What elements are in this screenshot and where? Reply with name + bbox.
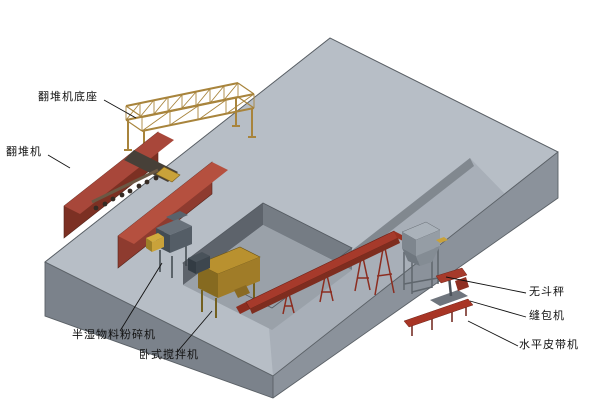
crusher-motor-side: [152, 237, 164, 252]
conveyor-side-rail: [250, 238, 400, 314]
platform-left-face: [45, 262, 273, 398]
scale-chute-side: [416, 246, 440, 266]
turner-tine: [119, 192, 125, 198]
crusher-hopper: [166, 211, 188, 221]
platform: [44, 37, 559, 399]
crusher: [146, 211, 192, 278]
turner-wall-left-top: [64, 132, 174, 214]
mixer-discharge-chute: [234, 285, 250, 298]
leader-scale: [445, 276, 527, 294]
conveyor-support-legs: [282, 242, 395, 315]
pit-wall-ne: [263, 203, 352, 270]
leader-belt-conveyor: [467, 320, 519, 347]
crusher-motor-front: [146, 238, 152, 252]
label-turner-base: 翻堆机底座: [38, 91, 98, 103]
sewer-base: [430, 290, 468, 306]
turner-tine: [153, 175, 159, 181]
label-mixer: 卧式搅拌机: [139, 349, 199, 361]
turner-tine: [110, 196, 116, 202]
scale-chute-front: [402, 248, 420, 266]
label-bag-sewing: 缝包机: [529, 310, 565, 322]
leader-bag-sewing: [469, 300, 527, 318]
truss-cross-members: [125, 82, 255, 132]
turner-tine: [102, 201, 108, 207]
label-belt-conveyor: 水平皮带机: [519, 339, 579, 351]
turner-tine: [144, 179, 150, 185]
leader-crusher: [119, 262, 163, 332]
compost-turner: [63, 131, 228, 269]
turner-tine: [136, 183, 142, 189]
mixer-motor-side: [196, 256, 210, 274]
leader-turner-base: [103, 99, 137, 119]
scale-bin-side: [416, 230, 440, 256]
scale: [401, 221, 448, 294]
platform-right-face: [273, 152, 558, 398]
truss-front-web: [141, 93, 255, 132]
horizontal-conveyor: [403, 298, 474, 336]
mixer: [188, 246, 261, 318]
crusher-legs: [159, 244, 187, 278]
leader-turner: [47, 154, 71, 169]
hconveyor-legs: [411, 305, 467, 336]
sewer-head: [435, 267, 468, 284]
hconveyor-belt: [403, 298, 474, 328]
mixer-motor-front: [188, 258, 196, 274]
turner-wall-right-top: [118, 162, 228, 244]
pit-floor: [183, 225, 352, 330]
label-turner: 翻堆机: [6, 146, 42, 158]
scale-motor: [436, 237, 448, 243]
turner-motor: [155, 166, 181, 183]
conveyor-tail: [236, 302, 250, 314]
turner-tine: [93, 205, 99, 211]
mixer-motor-top: [188, 252, 210, 262]
scale-frame-legs: [403, 246, 439, 294]
turner-tine: [127, 188, 133, 194]
turner-rotor-bar: [91, 168, 159, 204]
crusher-motor-top: [146, 233, 164, 242]
mixer-trough-front: [198, 264, 218, 298]
crusher-body-top: [156, 219, 192, 235]
platform-terrace: [268, 158, 505, 376]
label-crusher: 半湿物料粉碎机: [72, 329, 156, 341]
crusher-body-right: [170, 226, 192, 253]
leader-lines: [47, 99, 527, 352]
label-scale: 无斗秤: [529, 286, 565, 298]
mixer-trough-side: [218, 257, 260, 298]
leader-mixer: [177, 310, 213, 352]
